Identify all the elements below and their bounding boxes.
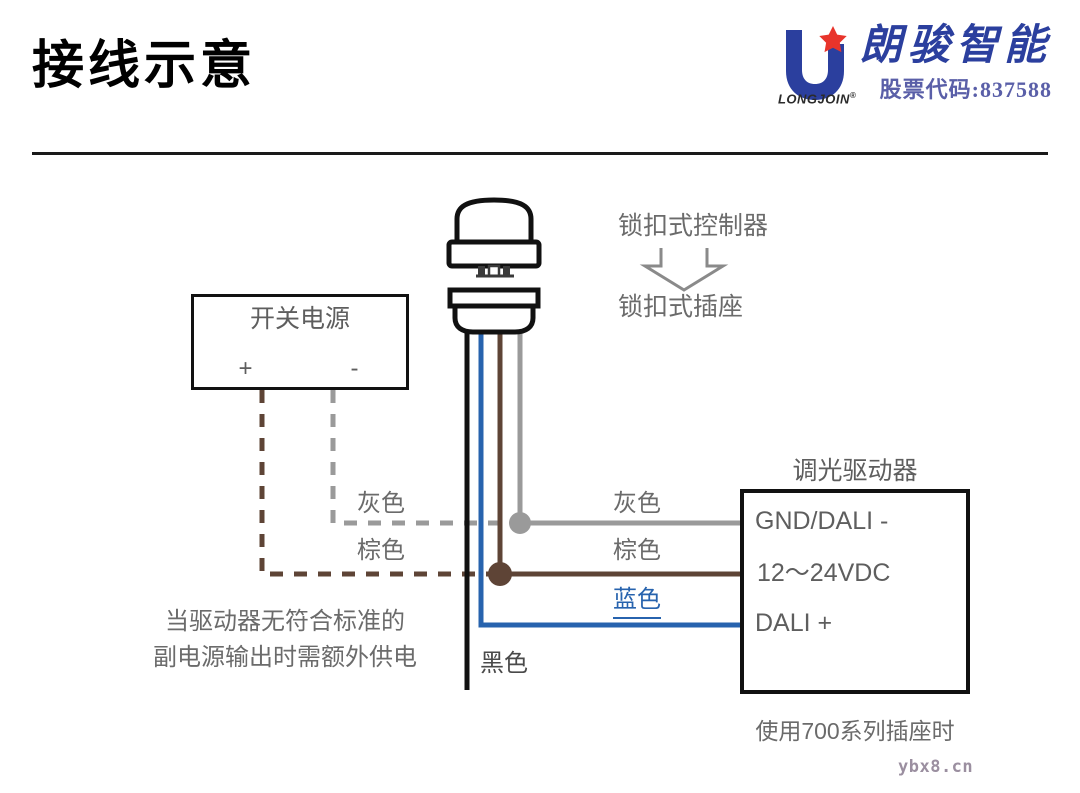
dimming-driver-title: 调光驱动器 [792,457,918,485]
wire-label-gray-left: 灰色 [357,490,405,517]
arrow-down-outline-icon [639,248,729,292]
wire-psu-minus-dashed [330,390,520,526]
power-supply-terminal-plus: + [238,355,253,382]
power-supply-note-line1: 当驱动器无符合标准的 [165,608,405,635]
driver-terminal-gnd-dali-minus: GND/DALI - [755,507,889,535]
annotation-controller: 锁扣式控制器 [618,212,769,240]
junction-node-brown [488,562,512,586]
header-divider [32,152,1048,155]
power-supply-box [191,294,409,390]
page-title: 接线示意 [32,37,257,95]
wire-blue [478,330,740,628]
annotation-socket: 锁扣式插座 [618,293,744,321]
registered-mark: ® [849,90,857,100]
watermark: ybx8.cn [898,757,974,777]
brand-latin-name: LONGJOIN® [778,91,856,106]
wire-label-blue: 蓝色 [613,584,661,620]
driver-caption: 使用700系列插座时 [755,718,955,744]
twist-lock-socket-icon [447,287,541,335]
wire-label-black: 黑色 [480,650,528,677]
power-supply-title: 开关电源 [249,305,350,333]
junction-node-gray [509,512,531,534]
brand-name: 朗骏智能 [859,23,1052,69]
power-supply-note: 当驱动器无符合标准的 副电源输出时需额外供电 [125,604,445,676]
wire-label-brown-right: 棕色 [613,537,661,564]
brand-logo-block: LONGJOIN® 朗骏智能 股票代码:837588 [778,24,1052,108]
driver-terminal-dali-plus: DALI + [755,609,833,637]
twist-lock-photocontrol-icon [446,197,542,278]
wire-label-brown-left: 棕色 [357,537,405,564]
power-supply-note-line2: 副电源输出时需额外供电 [153,644,417,671]
wire-psu-plus-dashed [259,390,500,577]
longjoin-u-star-logo-icon: LONGJOIN® [778,24,856,108]
brand-stock-code: 股票代码:837588 [879,77,1052,103]
dimming-driver-box [740,489,970,694]
brand-latin-text: LONGJOIN [777,91,850,106]
brand-text-block: 朗骏智能 股票代码:837588 [860,24,1052,104]
wire-label-gray-right: 灰色 [613,490,661,517]
driver-terminal-vdc: 12～24VDC [757,559,891,587]
power-supply-terminal-minus: - [350,355,359,382]
